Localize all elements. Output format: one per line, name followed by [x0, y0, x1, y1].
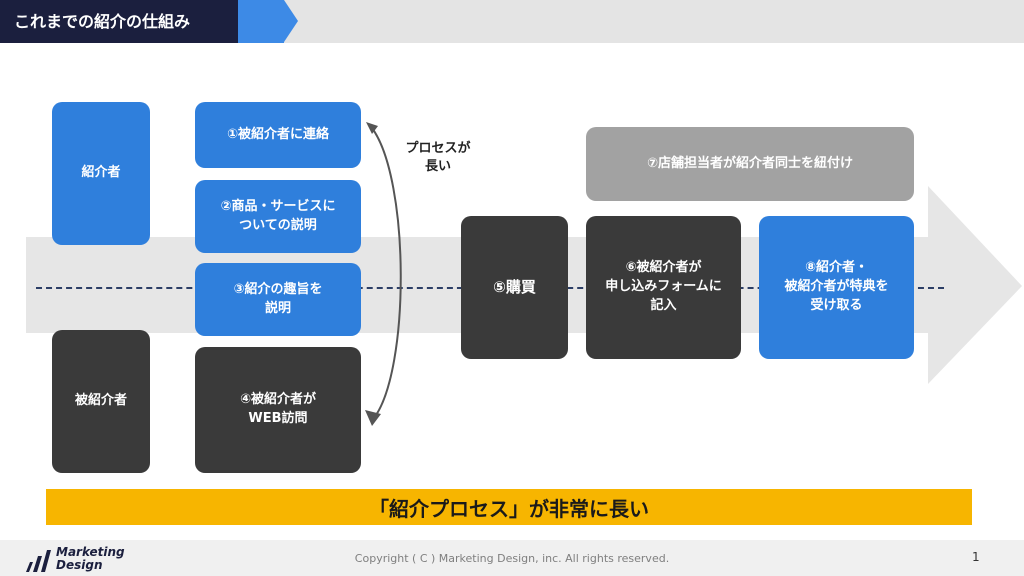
- company-logo: Marketing Design: [24, 544, 144, 574]
- page-number: 1: [972, 550, 980, 564]
- step-1-contact: ①被紹介者に連絡: [195, 102, 361, 168]
- title-tab-arrow: [222, 0, 238, 42]
- copyright-text: Copyright ( C ) Marketing Design, inc. A…: [354, 552, 670, 565]
- step-2-explain-service: ②商品・サービスに ついての説明: [195, 180, 361, 253]
- step-6-fill-form: ⑥被紹介者が 申し込みフォームに 記入: [586, 216, 741, 359]
- page-title: これまでの紹介の仕組み: [14, 12, 191, 31]
- step-7-link-referrers: ⑦店舗担当者が紹介者同士を紐付け: [586, 127, 914, 201]
- conclusion-banner: 「紹介プロセス」が非常に長い: [46, 489, 972, 525]
- step-4-web-visit: ④被紹介者が WEB訪問: [195, 347, 361, 473]
- step-3-explain-purpose: ③紹介の趣旨を 説明: [195, 263, 361, 336]
- logo-text: Marketing Design: [56, 545, 125, 572]
- curved-arrow: [365, 122, 402, 426]
- footer: Marketing Design Copyright ( C ) Marketi…: [0, 540, 1024, 576]
- header-accent-arrow: [284, 0, 298, 42]
- logo-bars-icon: [26, 550, 51, 572]
- step-8-receive-benefit: ⑧紹介者・ 被紹介者が特典を 受け取る: [759, 216, 914, 359]
- header-accent: [238, 0, 284, 43]
- title-tab: [0, 0, 238, 43]
- step-5-purchase: ⑤購買: [461, 216, 568, 359]
- process-long-note: プロセスが 長い: [405, 141, 471, 175]
- referrer-box: 紹介者: [52, 102, 150, 245]
- flow-arrow-head: [928, 186, 1022, 384]
- referee-box: 被紹介者: [52, 330, 150, 473]
